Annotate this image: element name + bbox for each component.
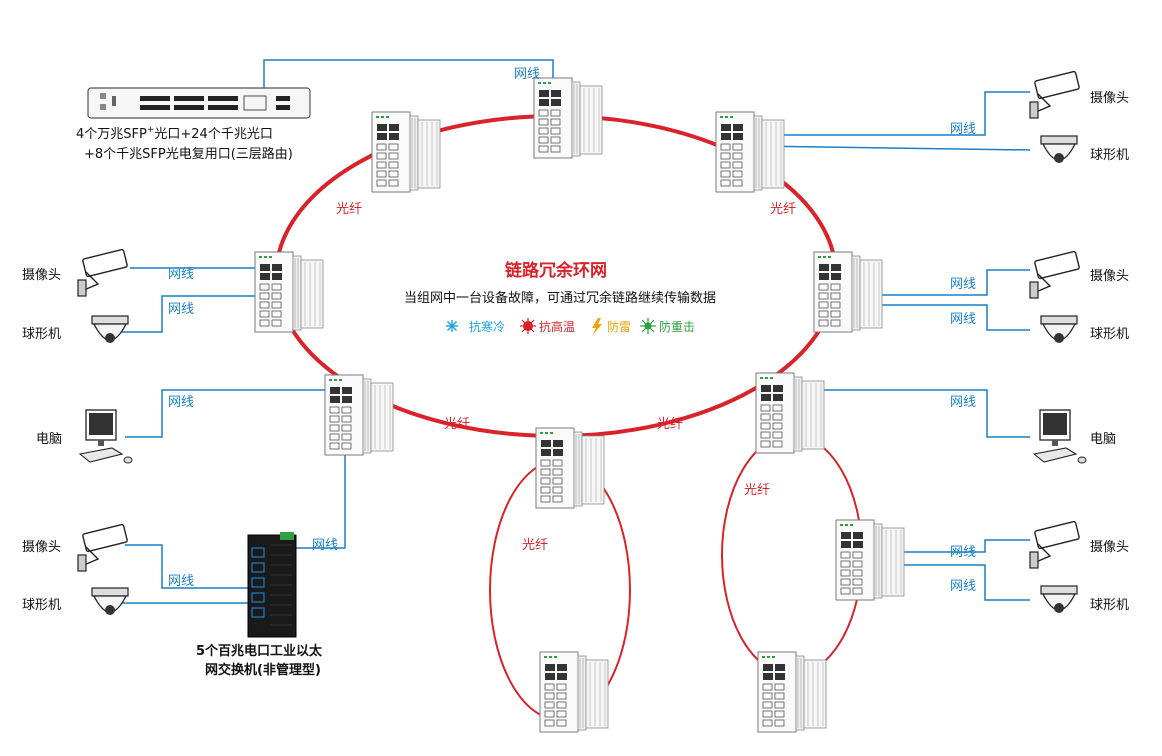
dome-label: 球形机 (22, 327, 61, 342)
feature-impact-resistant: 防重击 (659, 319, 695, 334)
dome-camera-icon (1040, 585, 1078, 614)
impact-icon (640, 318, 656, 334)
core-switch-caption-line-2: +8个千兆SFP光电复用口(三层路由) (84, 146, 293, 162)
fiber-label: 光纤 (522, 538, 548, 553)
ring-switch-top-right (715, 111, 785, 193)
dome-camera-icon (91, 587, 129, 616)
diagram-title: 链路冗余环网 (505, 260, 607, 281)
network-cable-label: 网线 (168, 574, 194, 589)
snowflake-icon (446, 320, 458, 332)
fiber-label: 光纤 (770, 202, 796, 217)
network-cable-label: 网线 (950, 579, 976, 594)
fiber-label: 光纤 (657, 417, 683, 432)
network-cable-label: 网线 (312, 538, 338, 553)
sun-icon (520, 318, 536, 334)
feature-heat-resistant: 抗高温 (539, 319, 575, 334)
dome-camera-icon (1040, 315, 1078, 344)
camera-icon (1029, 250, 1081, 299)
dome-camera-icon (1040, 135, 1078, 164)
dome-label: 球形机 (1090, 327, 1129, 342)
dome-camera-icon (91, 315, 129, 344)
feature-row: 抗寒冷 抗高温 防雷 防重击 (446, 318, 695, 336)
ring-switch-top-center (533, 77, 603, 159)
camera-label: 摄像头 (22, 268, 61, 283)
camera-label: 摄像头 (1090, 269, 1129, 284)
fiber-label: 光纤 (744, 483, 770, 498)
unmanaged-switch (247, 532, 297, 638)
subring-switch-right (835, 519, 905, 601)
dome-label: 球形机 (1090, 598, 1129, 613)
pc-label: 电脑 (36, 432, 62, 447)
camera-icon (77, 523, 129, 572)
network-cable-label: 网线 (950, 395, 976, 410)
dome-label: 球形机 (1090, 148, 1129, 163)
ring-switch-bottom-right (755, 372, 825, 454)
network-cable-label: 网线 (168, 267, 194, 282)
network-cable-label: 网线 (950, 312, 976, 327)
feature-cold-resistant: 抗寒冷 (469, 319, 505, 334)
fiber-label: 光纤 (336, 202, 362, 217)
camera-icon (77, 248, 129, 297)
network-cable-label: 网线 (168, 302, 194, 317)
network-cable-label: 网线 (950, 545, 976, 560)
pc-icon (1033, 409, 1087, 464)
pc-icon (79, 409, 133, 464)
ring-switch-right (813, 251, 883, 333)
network-cable-label: 网线 (950, 277, 976, 292)
fiber-label: 光纤 (444, 417, 470, 432)
network-cable-label: 网线 (514, 67, 540, 82)
camera-label: 摄像头 (1090, 540, 1129, 555)
ring-switch-bottom-left (324, 374, 394, 456)
diagram-subtitle: 当组网中一台设备故障，可通过冗余链路继续传输数据 (404, 290, 716, 306)
core-switch-caption-line-1: 4个万兆SFP+光口+24个千兆光口 (76, 125, 273, 142)
camera-icon (1029, 70, 1081, 119)
network-cable-label: 网线 (168, 395, 194, 410)
camera-label: 摄像头 (1090, 91, 1129, 106)
camera-icon (1029, 520, 1081, 569)
subring-switch-bottom-right (757, 651, 827, 733)
unmanaged-switch-caption-line-2: 网交换机(非管理型) (205, 662, 321, 678)
pc-label: 电脑 (1090, 432, 1116, 447)
dome-label: 球形机 (22, 598, 61, 613)
network-cables (102, 59, 1031, 604)
subring-switch-bottom-left (539, 651, 609, 733)
ring-switch-top-left (371, 111, 441, 193)
core-rack-switch (87, 87, 311, 119)
ring-switch-bottom-center (535, 427, 605, 509)
unmanaged-switch-caption-line-1: 5个百兆电口工业以太 (196, 643, 323, 659)
lightning-icon (592, 318, 602, 336)
ring-switch-left (254, 251, 324, 333)
network-cable-label: 网线 (950, 122, 976, 137)
feature-lightning-protection: 防雷 (607, 319, 631, 334)
camera-label: 摄像头 (22, 540, 61, 555)
